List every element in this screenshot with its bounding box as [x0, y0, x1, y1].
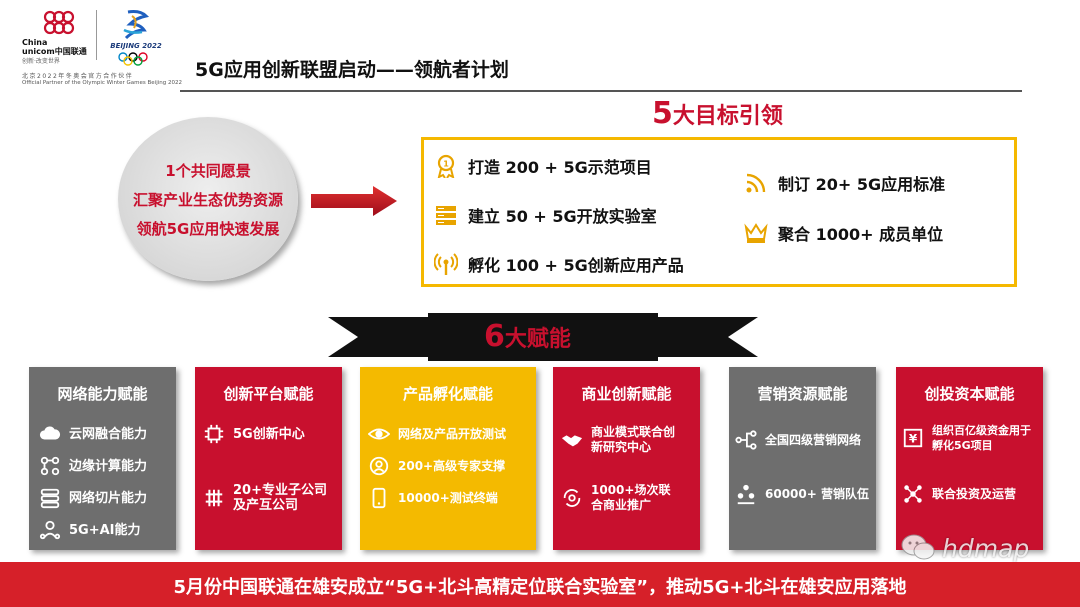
list-item: 5G创新中心 [203, 423, 305, 445]
partner-text-cn: 北京2022年冬奥会官方合作伙伴 [22, 73, 134, 80]
list-item: 60000+ 营销队伍 [735, 483, 869, 505]
column-platform: 创新平台赋能 5G创新中心 20+专业子公司 及产互公司 [195, 367, 342, 550]
column-title: 创投资本赋能 [924, 385, 1015, 403]
goals-box: 1 打造 200 + 5G示范项目 建立 50 + 5G开放实验室 孵化 100… [421, 137, 1017, 287]
column-marketing: 营销资源赋能 全国四级营销网络 60000+ 营销队伍 [729, 367, 876, 550]
goal-item-incubate-products: 孵化 100 + 5G创新应用产品 [434, 252, 684, 276]
server-rack-icon [436, 206, 456, 225]
medal-icon: 1 [437, 154, 455, 178]
org-tree-icon [735, 430, 757, 450]
database-icon [40, 488, 60, 509]
goal-item-members: 聚合 1000+ 成员单位 [744, 221, 943, 245]
bottom-banner-text: 5月份中国联通在雄安成立“5G+北斗高精定位联合实验室”，推动5G+北斗在雄安应… [173, 577, 907, 598]
svg-text:¥: ¥ [909, 432, 918, 446]
list-item: 200+高级专家支撑 [368, 455, 505, 477]
column-product: 产品孵化赋能 网络及产品开放测试 200+高级专家支撑 10000+测试终端 [360, 367, 536, 550]
svg-text:1: 1 [443, 160, 449, 169]
promotion-cycle-icon [563, 489, 581, 507]
goal-item-open-labs: 建立 50 + 5G开放实验室 [434, 203, 657, 227]
enable-banner [328, 313, 758, 361]
column-title: 产品孵化赋能 [402, 385, 493, 403]
goal-item-standards: 制订 20+ 5G应用标准 [744, 171, 945, 195]
list-item: 网络及产品开放测试 [368, 423, 506, 445]
vision-line-3: 领航5G应用快速发展 [136, 219, 280, 238]
beijing-2022-logo: BEIJING 2022 [106, 8, 166, 66]
unicom-knot-icon [43, 10, 75, 35]
list-item: 5G+AI能力 [39, 519, 141, 541]
list-item: 1000+场次联 合商业推广 [561, 483, 670, 513]
signal-icon [746, 173, 766, 193]
title-underline [180, 90, 1022, 92]
goal-item-demo-projects: 1 打造 200 + 5G示范项目 [434, 154, 652, 178]
list-item: 10000+测试终端 [368, 487, 498, 509]
list-item: 云网融合能力 [39, 423, 147, 445]
goals-heading: 5大目标引领 [652, 96, 783, 131]
china-unicom-name: China unicom中国联通 [22, 38, 87, 56]
logo-divider [96, 10, 97, 60]
edge-nodes-icon [40, 456, 60, 476]
chip-icon [204, 424, 224, 444]
eye-icon [368, 428, 390, 440]
handshake-icon [561, 435, 583, 447]
column-business: 商业创新赋能 商业模式联合创 新研究中心 1000+场次联 合商业推广 [553, 367, 700, 550]
ai-network-icon [39, 520, 61, 540]
page-title: 5G应用创新联盟启动——领航者计划 [195, 59, 509, 81]
unicom-tagline: 创新·改变世界 [22, 58, 60, 65]
list-item: 全国四级营销网络 [735, 429, 861, 451]
column-investment: 创投资本赋能 ¥ 组织百亿级资金用于 孵化5G项目 联合投资及运营 [896, 367, 1043, 550]
cloud-icon [39, 426, 61, 440]
network-hub-icon [904, 485, 922, 503]
yuan-coin-icon: ¥ [903, 428, 923, 448]
antenna-icon [434, 253, 458, 275]
list-item: 联合投资及运营 [902, 483, 1016, 505]
crown-icon [744, 223, 768, 243]
column-network: 网络能力赋能 云网融合能力 边缘计算能力 网络切片能力 5G+AI能力 [29, 367, 176, 550]
list-item: 网络切片能力 [39, 487, 147, 509]
bottom-banner: 5月份中国联通在雄安成立“5G+北斗高精定位联合实验室”，推动5G+北斗在雄安应… [0, 562, 1080, 607]
beijing-emblem-icon [123, 10, 150, 40]
list-item: 20+专业子公司 及产互公司 [203, 483, 327, 513]
vision-line-2: 汇聚产业生态优势资源 [132, 190, 283, 209]
expert-icon [369, 456, 389, 476]
list-item: 商业模式联合创 新研究中心 [561, 425, 675, 455]
right-arrow-icon [311, 186, 397, 216]
vision-line-1: 1个共同愿景 [165, 161, 251, 180]
china-unicom-logo: China unicom中国联通 创新·改变世界 [22, 8, 92, 65]
grid-hash-icon [205, 489, 223, 507]
olympic-rings-icon [118, 52, 148, 66]
column-title: 商业创新赋能 [581, 385, 672, 403]
watermark: hdmap [900, 533, 1029, 563]
column-title: 网络能力赋能 [57, 385, 148, 403]
beijing-2022-text: BEIJING 2022 [110, 42, 162, 50]
watermark-text: hdmap [942, 533, 1030, 563]
column-title: 营销资源赋能 [757, 385, 848, 403]
partner-text-en: Official Partner of the Olympic Winter G… [22, 80, 182, 86]
list-item: ¥ 组织百亿级资金用于 孵化5G项目 [902, 423, 1031, 453]
phone-icon [372, 487, 386, 509]
vision-oval: 1个共同愿景 汇聚产业生态优势资源 领航5G应用快速发展 [118, 117, 298, 281]
header-logos: China unicom中国联通 创新·改变世界 BEIJING 2022 北京… [22, 8, 182, 90]
wechat-icon [901, 534, 935, 560]
list-item: 边缘计算能力 [39, 455, 147, 477]
column-title: 创新平台赋能 [223, 385, 314, 403]
team-pyramid-icon [737, 484, 755, 505]
enable-heading: 6大赋能 [484, 319, 571, 354]
